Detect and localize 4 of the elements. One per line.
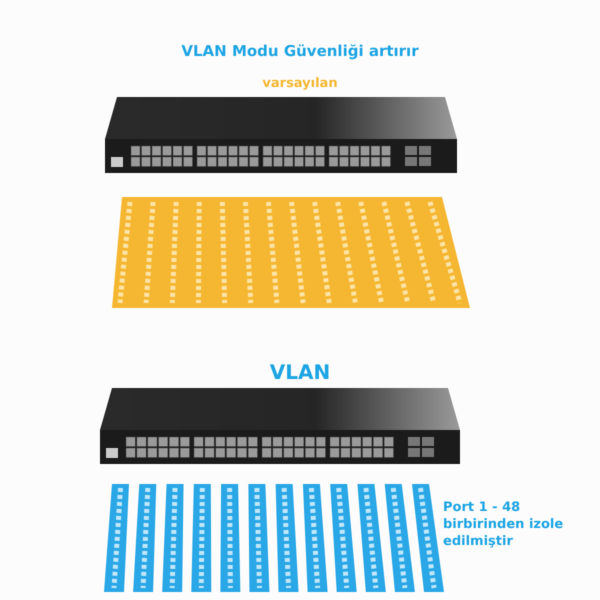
section-label: varsayılan (261, 76, 339, 91)
note-text: Port 1 - 48 birbirinden izole edilmiştir (443, 500, 564, 551)
title: VLAN Modu Güvenliği artırır (180, 42, 420, 60)
section-label: VLAN (268, 360, 332, 384)
